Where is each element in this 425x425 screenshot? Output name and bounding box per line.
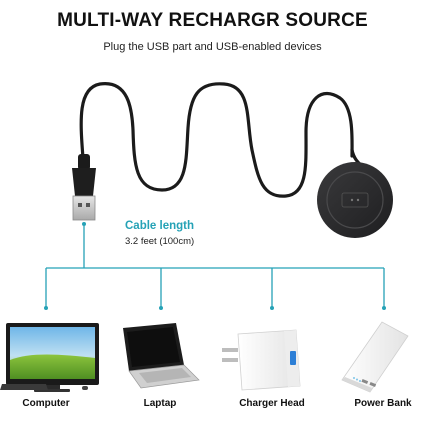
computer-image	[0, 323, 99, 392]
page-subtitle: Plug the USB part and USB-enabled device…	[103, 41, 322, 53]
usb-plug	[72, 154, 96, 221]
device-label-power-bank: Power Bank	[354, 398, 412, 409]
cable-length-label: Cable length	[125, 220, 195, 232]
charging-dock	[317, 162, 393, 238]
laptop-image	[123, 323, 200, 389]
charger-head-image	[222, 329, 301, 391]
page-title: MULTI-WAY RECHARGR SOURCE	[57, 10, 368, 31]
usb-cable	[79, 82, 364, 198]
device-label-charger-head: Charger Head	[239, 398, 305, 409]
device-label-laptop: Laptap	[143, 398, 177, 409]
device-label-computer: Computer	[22, 398, 70, 409]
power-bank-image	[341, 321, 409, 393]
cable-length-value: 3.2 feet (100cm)	[125, 236, 195, 247]
connection-tree	[44, 222, 386, 310]
